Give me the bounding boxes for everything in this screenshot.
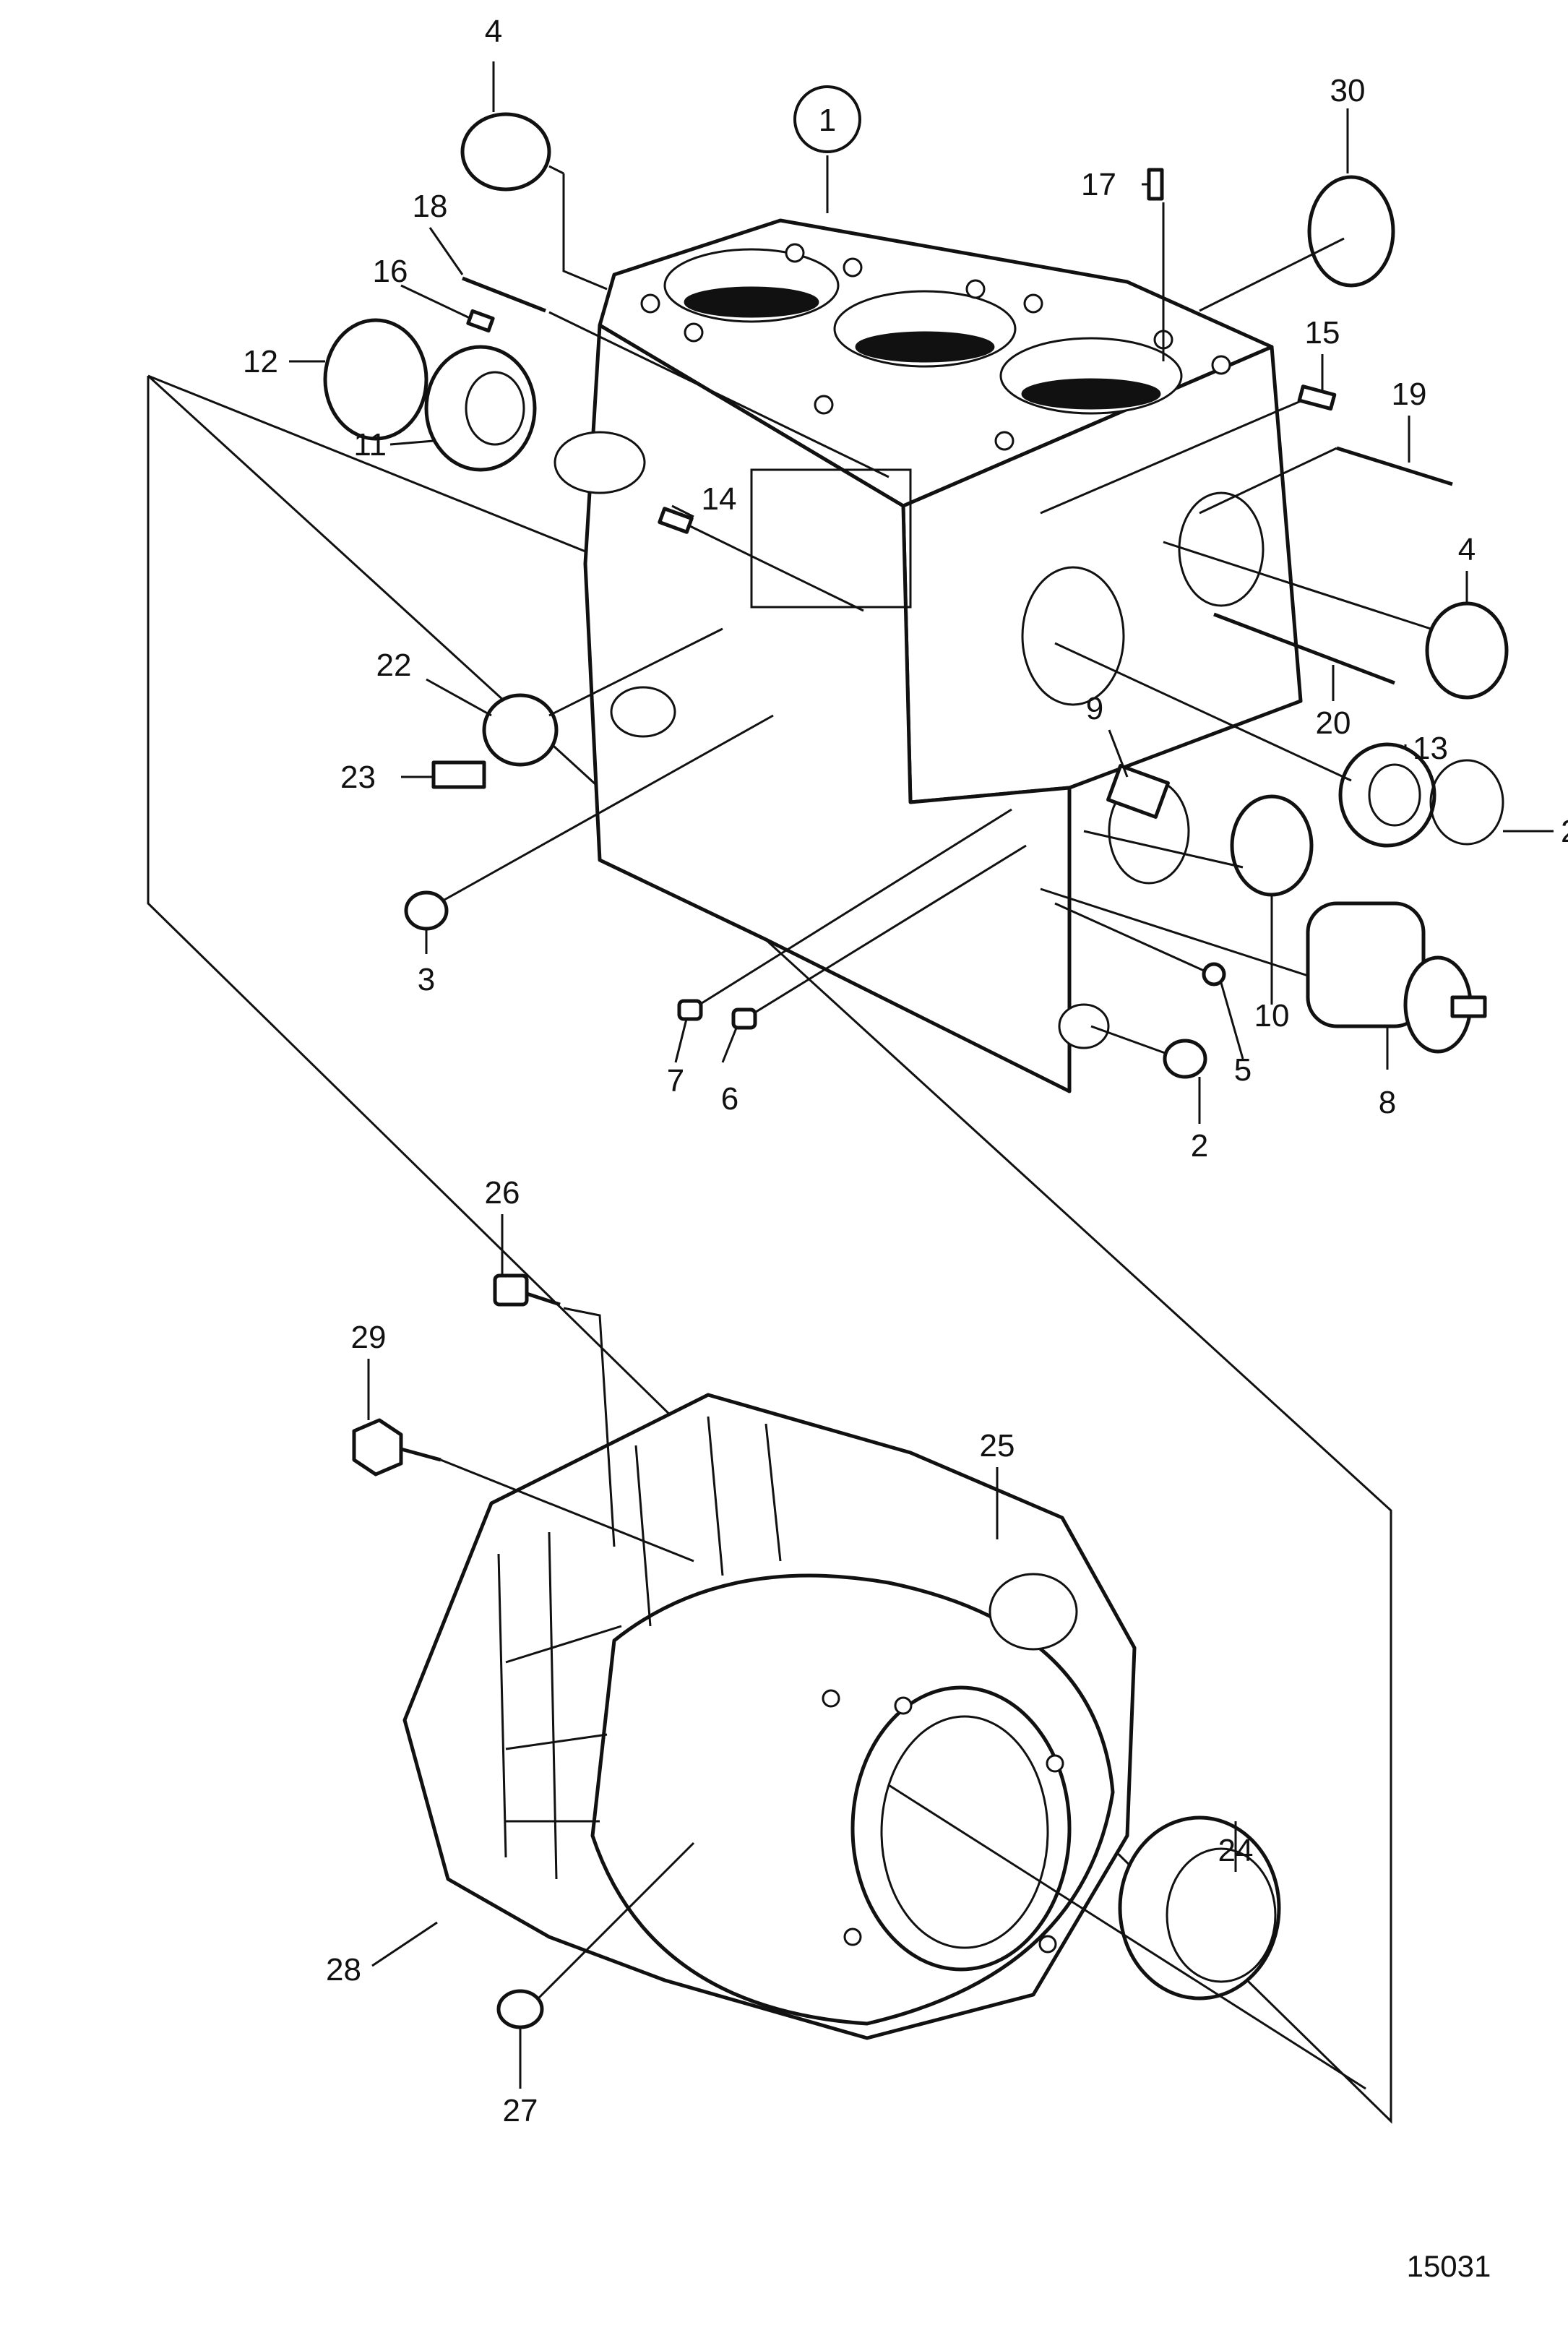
part-9-fitting: [1106, 764, 1170, 819]
callout-19: 19: [1392, 377, 1427, 412]
callout-12: 12: [243, 344, 278, 379]
part-16-key: [466, 309, 495, 333]
callout-23: 23: [340, 760, 376, 795]
flywheel-housing: [402, 1393, 1137, 2040]
part-8-pump: [1306, 901, 1487, 1054]
callout-2: 2: [1191, 1128, 1208, 1164]
part-5-plug: [1202, 962, 1226, 987]
part-14-pin: [658, 507, 694, 534]
callout-4-right: 4: [1458, 532, 1476, 567]
callout-leaders: [289, 61, 1554, 2089]
part-4-plug-right: [1425, 601, 1509, 700]
callout-9: 9: [1086, 691, 1103, 726]
part-29-bolt: [352, 1418, 403, 1477]
part-27-plug: [496, 1989, 544, 2029]
part-22-fitting: [482, 693, 559, 767]
housing-parts: [352, 1273, 1366, 2090]
part-21-circlip: [1429, 759, 1504, 846]
part-3-plug: [404, 890, 449, 931]
part-19-stud: [1336, 446, 1453, 486]
cylinder-block: [553, 218, 1303, 1093]
callout-11: 11: [353, 427, 387, 463]
part-7-plug: [677, 999, 703, 1021]
figure-reference-number: 15031: [1407, 2249, 1491, 2283]
part-15-pin: [1297, 384, 1337, 411]
callout-10: 10: [1254, 998, 1290, 1033]
callout-8: 8: [1379, 1085, 1396, 1120]
part-20-stud: [1213, 612, 1395, 685]
part-17-pin: [1147, 168, 1164, 201]
callout-17: 17: [1081, 167, 1116, 202]
part-2-plug: [1163, 1039, 1207, 1079]
callout-27: 27: [503, 2093, 538, 2128]
part-18-stud: [462, 276, 546, 313]
block-parts: [323, 112, 1509, 1079]
callout-1-circle: [793, 85, 861, 153]
part-4-plug-top: [460, 112, 551, 192]
callout-13: 13: [1413, 731, 1448, 766]
callout-24: 24: [1218, 1833, 1254, 1868]
part-30-plug: [1307, 175, 1395, 288]
callout-16: 16: [373, 254, 408, 289]
callout-14: 14: [702, 481, 737, 517]
callout-7: 7: [667, 1063, 684, 1099]
callout-1: 1: [819, 103, 836, 138]
part-24-seal: [1118, 1815, 1281, 2000]
callout-25: 25: [980, 1428, 1015, 1464]
housing-ribs: [497, 1416, 782, 1880]
callout-20: 20: [1316, 705, 1351, 741]
callout-22: 22: [376, 648, 412, 683]
callout-26: 26: [485, 1175, 520, 1211]
callout-29: 29: [351, 1320, 387, 1355]
assembly-frame: [147, 374, 1392, 2124]
part-26-bolt: [493, 1273, 529, 1307]
callout-5: 5: [1234, 1052, 1252, 1088]
housing-bolt-holes: [822, 1689, 1064, 1954]
callout-15: 15: [1305, 315, 1340, 351]
callout-21: 21: [1561, 814, 1568, 849]
callout-6: 6: [721, 1081, 738, 1117]
callout-18: 18: [413, 189, 448, 224]
part-6-plug: [731, 1007, 757, 1030]
callout-30: 30: [1330, 73, 1366, 108]
part-10-sleeve: [1230, 794, 1314, 897]
callout-28: 28: [326, 1952, 361, 1987]
part-23-sensor: [431, 760, 486, 789]
callout-labels: 1 4 30 17 18 16 12 11 15 19 14 4 22 9 20…: [243, 14, 1568, 2283]
callout-4-top: 4: [485, 14, 502, 49]
part-12-seal: [323, 318, 428, 441]
callout-3: 3: [418, 962, 435, 997]
